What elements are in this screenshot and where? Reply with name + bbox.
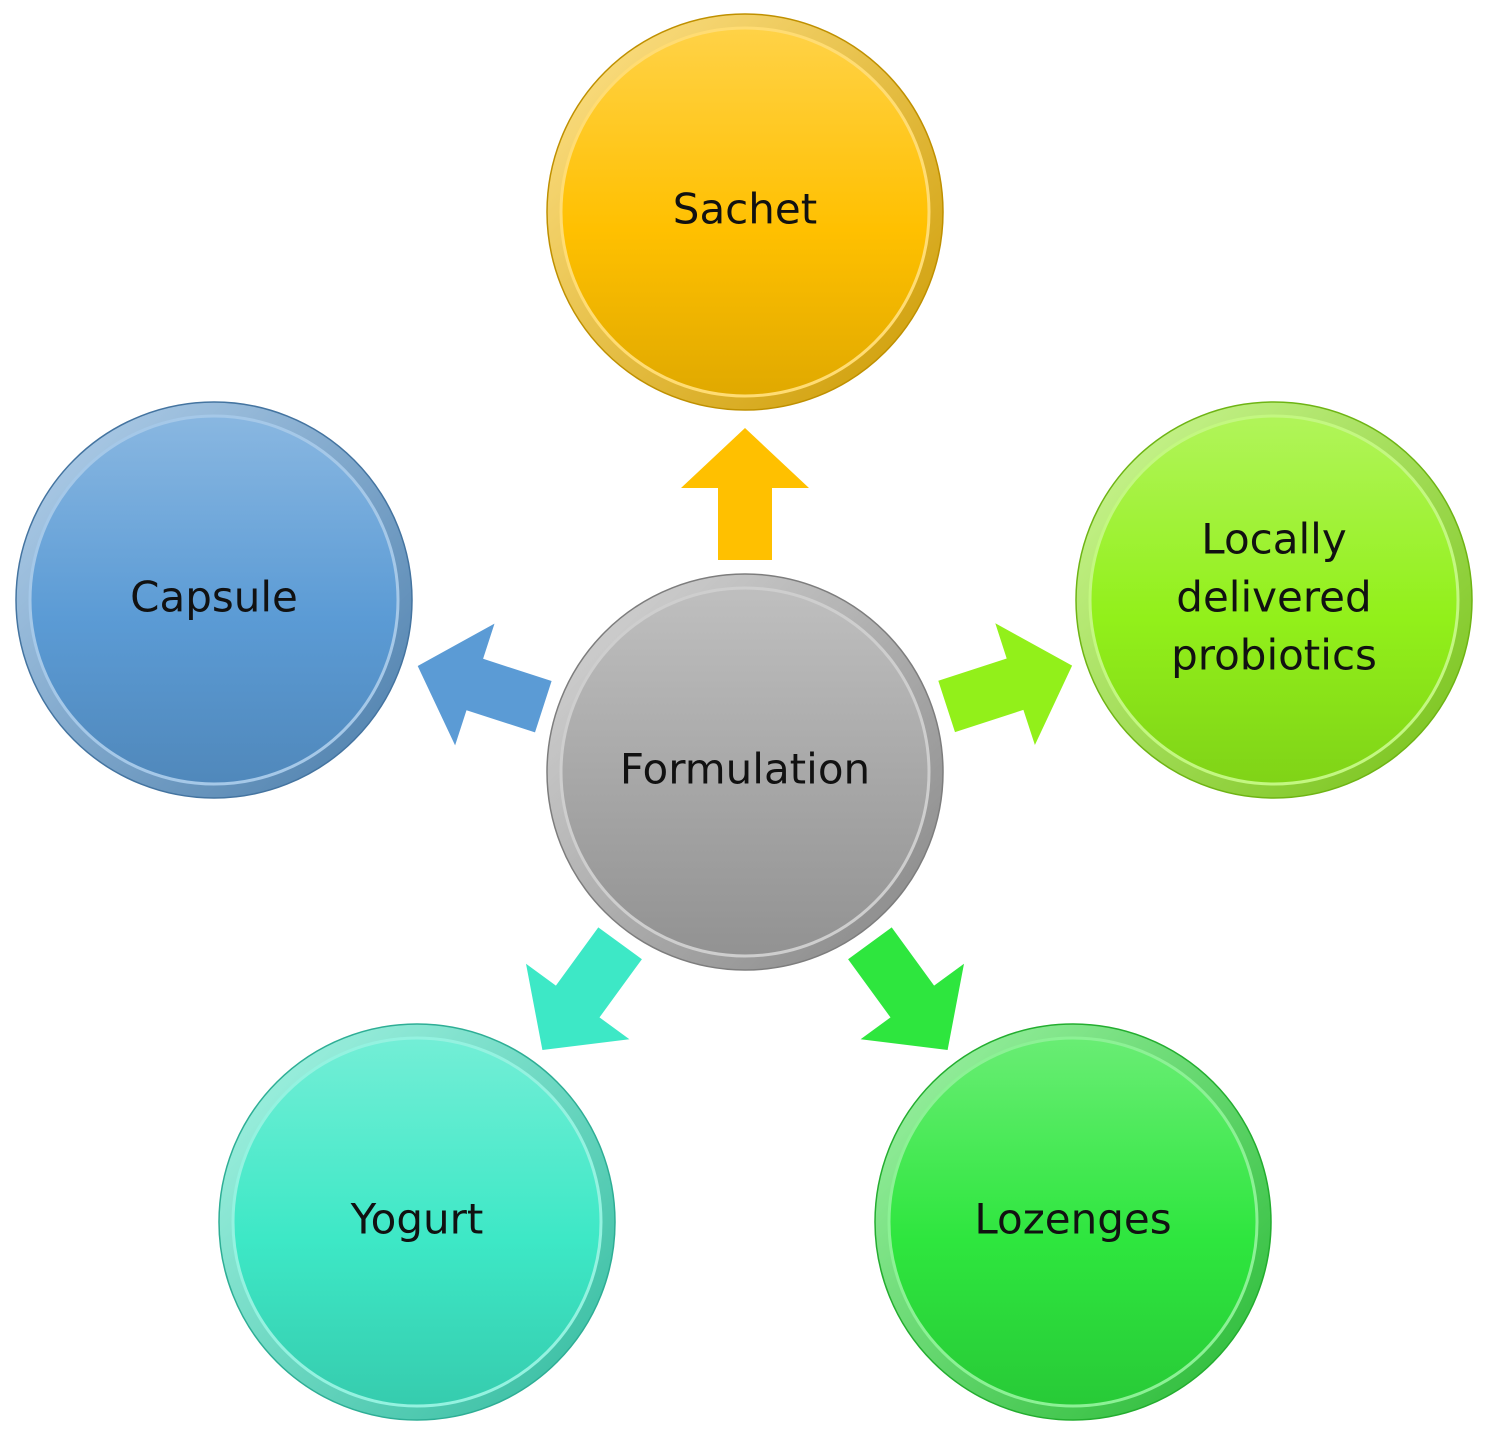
node-sachet-label: Sachet bbox=[673, 185, 817, 234]
center-node-formulation: Formulation bbox=[546, 573, 944, 971]
arrow-to-lozenges bbox=[848, 927, 964, 1050]
arrow-to-capsule bbox=[417, 623, 552, 746]
node-capsule: Capsule bbox=[15, 401, 413, 799]
node-yogurt-label: Yogurt bbox=[350, 1195, 484, 1244]
arrow-to-sachet bbox=[681, 428, 809, 560]
node-lozenges-face bbox=[887, 1036, 1259, 1408]
node-capsule-face bbox=[28, 414, 400, 786]
node-sachet: Sachet bbox=[546, 13, 944, 411]
node-yogurt: Yogurt bbox=[218, 1023, 616, 1421]
node-locally-delivered-probiotics-face bbox=[1088, 414, 1460, 786]
node-yogurt-face bbox=[231, 1036, 603, 1408]
center-node-formulation-face bbox=[559, 586, 931, 958]
node-locally-delivered-probiotics-label-line-3: probiotics bbox=[1171, 631, 1377, 680]
node-lozenges: Lozenges bbox=[874, 1023, 1272, 1421]
node-locally-delivered-probiotics: Locally delivered probiotics bbox=[1075, 401, 1473, 799]
arrows-layer bbox=[417, 428, 1073, 1050]
node-lozenges-label: Lozenges bbox=[974, 1195, 1171, 1244]
node-sachet-face bbox=[559, 26, 931, 398]
node-locally-delivered-probiotics-label-line-1: Locally bbox=[1201, 515, 1346, 564]
center-label: Formulation bbox=[620, 745, 870, 794]
arrow-to-locally-delivered-probiotics bbox=[938, 623, 1073, 745]
arrow-to-yogurt bbox=[526, 927, 642, 1050]
node-capsule-label: Capsule bbox=[130, 573, 298, 622]
node-locally-delivered-probiotics-label-line-2: delivered bbox=[1176, 573, 1371, 622]
